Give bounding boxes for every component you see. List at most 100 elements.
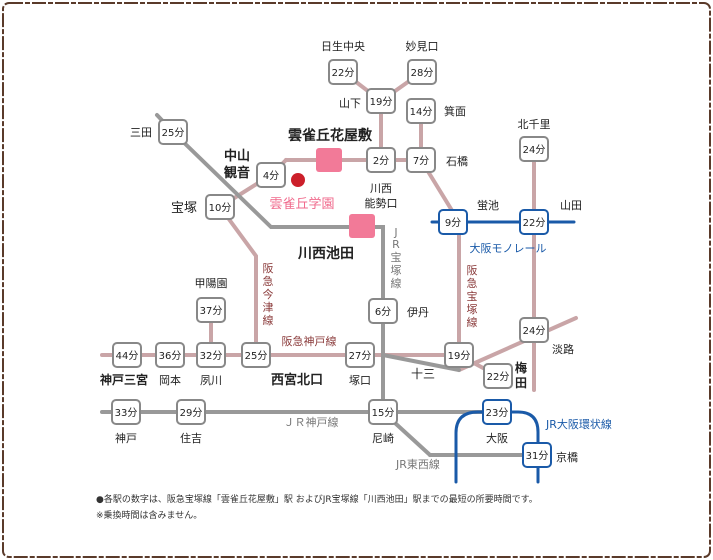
label-takarazuka-line: 阪 急 宝 塚 線: [467, 263, 478, 329]
node-nisseichuo[interactable]: 22分: [328, 59, 358, 85]
label-tkz-4: 塚: [467, 303, 478, 316]
node-ishibashi[interactable]: 7分: [406, 147, 436, 173]
station-time-nodes: 22分 28分 19分 14分 2分 7分 25分 4分 10分 24分 9分 22分 37分 6分 24分…: [111, 59, 552, 468]
label-awaji: 淡路: [552, 343, 574, 356]
node-nakayama[interactable]: 4分: [256, 162, 286, 188]
node-box-kawanishinosekiguchi: [366, 147, 396, 173]
node-time-itami: 6分: [375, 306, 391, 318]
node-time-umeda: 22分: [487, 371, 510, 383]
node-box-kyobashi: [522, 442, 552, 468]
node-mino[interactable]: 14分: [406, 98, 436, 124]
label-loop-line: JR大阪環状線: [545, 417, 612, 431]
node-box-takarazuka: [205, 194, 235, 220]
label-osaka: 大阪: [486, 431, 508, 445]
label-umeda-2: 田: [515, 376, 527, 390]
node-yamada[interactable]: 22分: [519, 209, 549, 235]
node-time-nisseichuo: 22分: [332, 67, 355, 79]
label-imazu-2: 急: [263, 274, 274, 288]
node-box-hotarugaike: [438, 209, 468, 235]
node-box-myokenguchi: [407, 59, 437, 85]
node-time-kyobashi: 31分: [526, 450, 549, 462]
node-kyobashi[interactable]: 31分: [522, 442, 552, 468]
label-kawanishi-1: 川西: [370, 182, 392, 195]
node-yamashita[interactable]: 19分: [366, 88, 396, 114]
label-jrt-3: 宝: [391, 250, 402, 264]
node-box-nishinomiyakitaguchi: [241, 342, 271, 368]
node-time-sumiyoshi: 29分: [180, 407, 203, 419]
label-nakayama-1: 中山: [224, 148, 250, 164]
node-time-takarazuka: 10分: [209, 202, 232, 214]
node-myokenguchi[interactable]: 28分: [407, 59, 437, 85]
node-hotarugaike[interactable]: 9分: [438, 209, 468, 235]
line-kyoto: [457, 316, 578, 372]
label-jrt-4: 塚: [391, 264, 402, 277]
node-time-ishibashi: 7分: [413, 155, 429, 167]
node-kawanishinosekiguchi[interactable]: 2分: [366, 147, 396, 173]
label-ishibashi: 石橋: [446, 154, 468, 168]
node-time-yamashita: 19分: [370, 96, 393, 108]
node-amagasaki[interactable]: 15分: [368, 399, 398, 425]
node-umeda[interactable]: 22分: [483, 363, 513, 389]
label-itami: 伊丹: [407, 306, 429, 319]
node-takarazuka[interactable]: 10分: [205, 194, 235, 220]
line-labels: 阪 急 今 津 線 阪急神戸線 阪 急 宝 塚 線 J R 宝 塚 線 ＪＲ神戸…: [263, 226, 612, 471]
label-jr-kobe-line: ＪＲ神戸線: [284, 415, 339, 429]
node-time-shukugawa: 32分: [200, 350, 223, 362]
node-awaji[interactable]: 24分: [519, 317, 549, 343]
node-kobesannomiya[interactable]: 44分: [112, 342, 142, 368]
node-kobe[interactable]: 33分: [111, 399, 141, 425]
node-nishinomiyakitaguchi[interactable]: 25分: [241, 342, 271, 368]
station-hibarigaoka-marker[interactable]: [316, 148, 342, 172]
node-kitasenri[interactable]: 24分: [519, 136, 549, 162]
station-kawanishiikeda-marker[interactable]: [349, 214, 375, 238]
node-time-kobesannomiya: 44分: [116, 350, 139, 362]
label-hotarugaike: 蛍池: [477, 198, 499, 212]
node-okamoto[interactable]: 36分: [155, 342, 185, 368]
node-box-ishibashi: [406, 147, 436, 173]
label-kobe: 神戸: [115, 431, 137, 445]
label-kobesannomiya: 神戸三宮: [100, 372, 148, 387]
node-tsukaguchi[interactable]: 27分: [345, 342, 375, 368]
node-box-kobe: [111, 399, 141, 425]
node-itami[interactable]: 6分: [368, 298, 398, 324]
node-shukugawa[interactable]: 32分: [196, 342, 226, 368]
node-box-nisseichuo: [328, 59, 358, 85]
label-imazu-5: 線: [263, 313, 274, 327]
label-hankyu-kobe-line: 阪急神戸線: [282, 334, 337, 348]
node-osaka[interactable]: 23分: [482, 399, 512, 425]
node-box-okamoto: [155, 342, 185, 368]
node-box-amagasaki: [368, 399, 398, 425]
label-sanda: 三田: [130, 126, 152, 139]
node-box-tsukaguchi: [345, 342, 375, 368]
node-time-kobe: 33分: [115, 407, 138, 419]
node-time-nishinomiyakitaguchi: 25分: [245, 350, 268, 362]
label-koyoen: 甲陽園: [195, 277, 228, 290]
node-time-nakayama: 4分: [263, 170, 279, 182]
label-hibarigaoka: 雲雀丘花屋敷: [288, 127, 373, 144]
node-time-kawanishinosekiguchi: 2分: [373, 155, 389, 167]
label-sumiyoshi: 住吉: [180, 431, 202, 445]
node-time-yamada: 22分: [523, 217, 546, 229]
label-tkz-2: 急: [467, 276, 478, 290]
node-time-amagasaki: 15分: [372, 407, 395, 419]
label-jrt-5: 線: [391, 276, 402, 290]
node-time-juso: 19分: [448, 350, 471, 362]
node-koyoen[interactable]: 37分: [196, 297, 226, 323]
node-time-tsukaguchi: 27分: [349, 350, 372, 362]
node-sumiyoshi[interactable]: 29分: [176, 399, 206, 425]
node-time-kitasenri: 24分: [523, 144, 546, 156]
label-jrt-2: R: [392, 238, 400, 251]
label-okamoto: 岡本: [159, 373, 181, 387]
label-imazu-line: 阪 急 今 津 線: [263, 261, 274, 327]
footnote-transfer: ※乗換時間は含みません。: [96, 511, 203, 521]
node-box-awaji: [519, 317, 549, 343]
node-box-shukugawa: [196, 342, 226, 368]
node-juso[interactable]: 19分: [444, 342, 474, 368]
label-amagasaki: 尼崎: [372, 431, 394, 445]
node-box-sumiyoshi: [176, 399, 206, 425]
node-sanda[interactable]: 25分: [158, 119, 188, 145]
line-takarazuka-south: [419, 158, 500, 378]
label-monorail-line: 大阪モノレール: [470, 241, 547, 255]
node-box-itami: [368, 298, 398, 324]
